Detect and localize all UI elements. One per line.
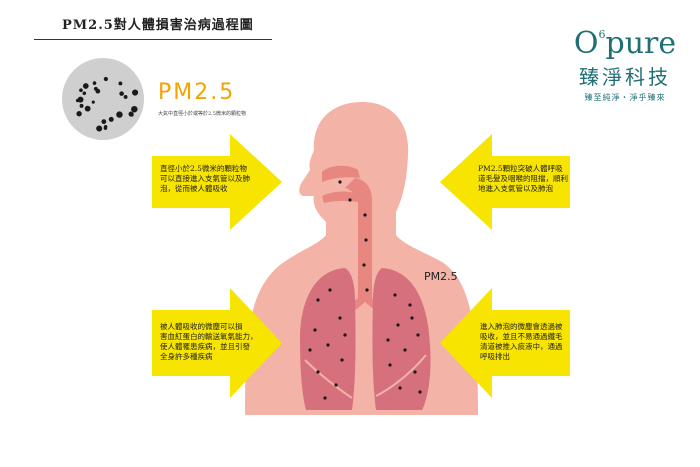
logo-chinese-name: 臻淨科技 <box>579 65 671 89</box>
particle-dot <box>364 238 368 242</box>
particle-dot <box>348 198 352 202</box>
arrow-text-line: 可以直接進入支氣管以及肺 <box>160 174 250 183</box>
pm25-subtitle: 大氣中直徑小於或等於2.5微米的顆粒物 <box>158 111 246 117</box>
particle-dot <box>76 111 82 117</box>
particle-dot <box>103 76 109 82</box>
particle-dot <box>79 88 83 93</box>
particle-dot <box>334 383 338 387</box>
arrow-top-left: 直徑小於2.5微米的顆粒物 可以直接進入支氣管以及肺 泡，從而被人體吸收 <box>152 134 282 230</box>
particle-dot <box>123 95 128 99</box>
arrow-text-line: 道毛髮及咽喉的阻擋，順利 <box>478 174 568 183</box>
arrow-text-line: 害血紅蛋白的輸送氧氣能力， <box>160 332 258 341</box>
particle-dot <box>388 363 392 367</box>
particle-dot <box>398 386 402 390</box>
arrow-text-line: 全身許多種疾病 <box>160 352 213 361</box>
page-title: PM2.5對人體損害治病過程圖 <box>62 18 254 33</box>
particle-dot <box>96 125 103 132</box>
particle-dot <box>82 83 89 89</box>
particle-dot <box>418 390 422 394</box>
logo-wordmark-tail: pure <box>605 26 677 61</box>
pm25-lung-label: PM2.5 <box>424 270 458 283</box>
arrow-text-line: 直徑小於2.5微米的顆粒物 <box>160 164 247 173</box>
arrow-text-line: 使人體罹患疾病，並且引發 <box>160 342 250 351</box>
brand-logo: O6pure 臻淨科技 臻至純淨・淨乎臻來 <box>570 24 680 103</box>
particle-dot <box>338 316 342 320</box>
arrow-text-line: PM2.5顆粒突破人體呼吸 <box>478 164 563 173</box>
particle-dot <box>313 328 317 332</box>
head-shape <box>299 102 409 222</box>
particle-illustration <box>62 58 144 140</box>
logo-wordmark-superscript: 6 <box>598 28 606 41</box>
particle-dot <box>410 316 414 320</box>
particle-dot <box>362 263 366 267</box>
arrow-text-bottom-left: 被人體吸收的微塵可以損 害血紅蛋白的輸送氧氣能力， 使人體罹患疾病，並且引發 全… <box>160 322 260 362</box>
particle-dot <box>84 105 91 112</box>
particle-dot <box>308 348 312 352</box>
arrow-text-top-right: PM2.5顆粒突破人體呼吸 道毛髮及咽喉的阻擋，順利 地進入支氣管以及肺泡 <box>478 164 570 194</box>
lung-fissure-right <box>375 354 427 397</box>
particle-dot <box>326 343 330 347</box>
arrow-text-line: 進入肺泡的微塵會透過被 <box>480 322 563 331</box>
particle-dot <box>340 358 344 362</box>
particle-dot <box>323 396 327 400</box>
particle-dot <box>393 293 397 297</box>
left-lung <box>300 268 356 410</box>
particle-dot <box>413 370 417 374</box>
particle-dot <box>328 288 332 292</box>
particle-dot <box>396 323 400 327</box>
logo-slogan: 臻至純淨・淨乎臻來 <box>584 93 666 102</box>
arrow-text-line: 地進入支氣管以及肺泡 <box>478 184 553 193</box>
particle-dot <box>131 105 138 113</box>
logo-wordmark: O6pure <box>570 24 680 59</box>
arrow-text-line: 清道被推入痰液中，通過 <box>480 342 563 351</box>
nasal-cavity <box>322 165 360 182</box>
particle-dot <box>363 213 367 217</box>
particle-dot <box>92 81 97 85</box>
particle-dot <box>118 81 123 86</box>
particle-dot <box>343 333 347 337</box>
particle-dot <box>316 370 320 374</box>
arrow-shape-bottom-right <box>440 288 570 398</box>
particle-dot <box>108 116 114 122</box>
trachea <box>345 178 372 300</box>
lung-fissure-left <box>304 359 353 399</box>
particle-dot <box>82 91 87 96</box>
particle-dot <box>338 180 342 184</box>
particle-dot <box>116 111 123 118</box>
particle-dot <box>77 96 84 103</box>
arrow-text-line: 被人體吸收的微塵可以損 <box>160 322 243 331</box>
title-divider <box>34 39 272 40</box>
particle-dots <box>75 76 139 132</box>
particle-dot <box>129 112 134 117</box>
particle-dot <box>101 119 107 125</box>
pm25-heading: PM2.5 <box>158 80 236 105</box>
particle-dot <box>403 348 407 352</box>
arrow-text-top-left: 直徑小於2.5微米的顆粒物 可以直接進入支氣管以及肺 泡，從而被人體吸收 <box>160 164 260 194</box>
right-lung <box>372 268 431 410</box>
particle-dot <box>316 298 320 302</box>
arrow-text-bottom-right: 進入肺泡的微塵會透過被 吸收，並且不易通過纖毛 清道被推入痰液中，通過 呼吸排出 <box>480 322 570 362</box>
arrow-shape-top-right <box>440 134 570 230</box>
arrow-shape-top-left <box>152 134 282 230</box>
arrow-bottom-left: 被人體吸收的微塵可以損 害血紅蛋白的輸送氧氣能力， 使人體罹患疾病，並且引發 全… <box>152 288 282 398</box>
particle-dot <box>79 103 84 108</box>
lung-particles <box>308 180 422 400</box>
particle-dot <box>365 288 369 292</box>
particle-dot <box>408 303 412 307</box>
particle-dot <box>132 89 139 96</box>
arrow-bottom-right: 進入肺泡的微塵會透過被 吸收，並且不易通過纖毛 清道被推入痰液中，通過 呼吸排出 <box>440 288 570 398</box>
particle-dot <box>119 91 124 96</box>
arrow-text-line: 吸收，並且不易通過纖毛 <box>480 332 563 341</box>
particle-dot <box>91 100 95 104</box>
particle-dot <box>103 126 108 130</box>
arrow-top-right: PM2.5顆粒突破人體呼吸 道毛髮及咽喉的阻擋，順利 地進入支氣管以及肺泡 <box>440 134 570 230</box>
arrow-text-line: 泡，從而被人體吸收 <box>160 184 228 193</box>
logo-wordmark-letter: O <box>573 26 599 61</box>
arrow-shape-bottom-left <box>152 288 282 398</box>
particle-dot <box>93 86 98 91</box>
particle-dot <box>416 333 420 337</box>
particle-dot <box>386 338 390 342</box>
arrow-text-line: 呼吸排出 <box>480 352 510 361</box>
